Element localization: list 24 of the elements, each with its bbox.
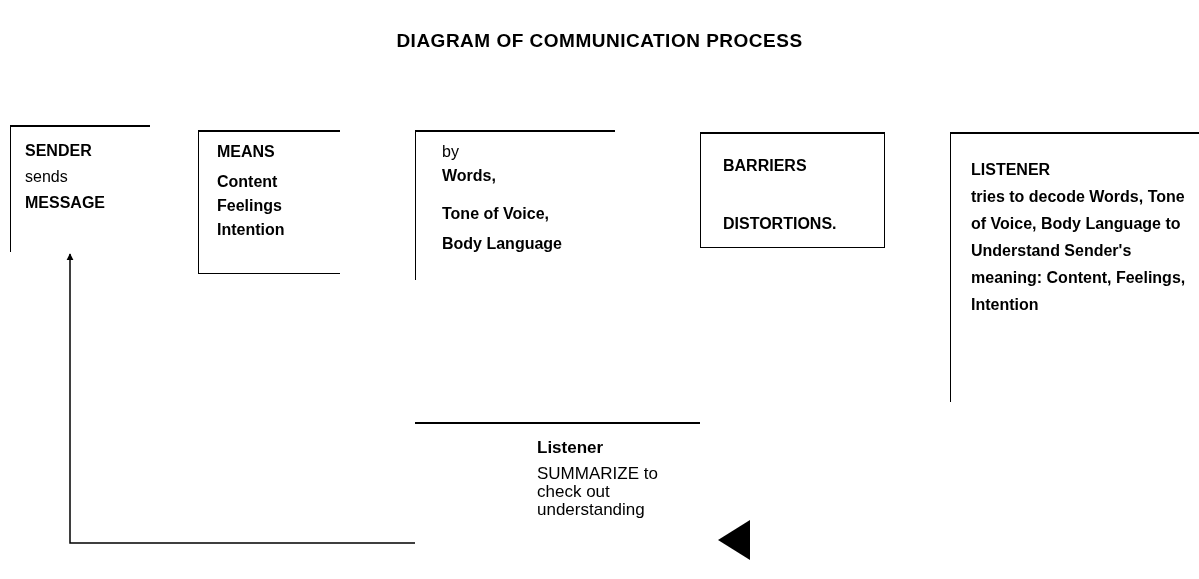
text-frame [700,132,885,248]
node-text: MEANS [217,142,276,162]
text-frame [198,130,340,274]
node-text: Body Language [442,234,563,254]
diagram-title: DIAGRAM OF COMMUNICATION PROCESS [395,30,804,52]
node-text: Intention [217,220,286,240]
node-text: DISTORTIONS. [723,214,838,234]
node-text: Feelings [217,196,283,216]
node-text: BARRIERS [723,156,808,176]
node-text: sends [25,167,69,187]
node-text: SUMMARIZE to check out understanding [537,465,659,519]
node-text: Content [217,172,279,192]
node-text: by [442,142,460,162]
node-text: Tone of Voice, [442,204,550,224]
node-text: tries to decode Words, Tone of Voice, Body Language to Understand Sender's meaning: Content, Feelings, Intention [971,187,1186,315]
node-text: LISTENER [971,160,1052,180]
text-frame [10,125,150,252]
node-text: Listener [537,439,605,457]
node-text: MESSAGE [25,193,106,213]
text-frame [950,132,1199,402]
node-text: Words, [442,166,497,186]
text-frame [415,130,615,280]
feedback-arrow [66,253,416,544]
node-text: SENDER [25,141,93,161]
